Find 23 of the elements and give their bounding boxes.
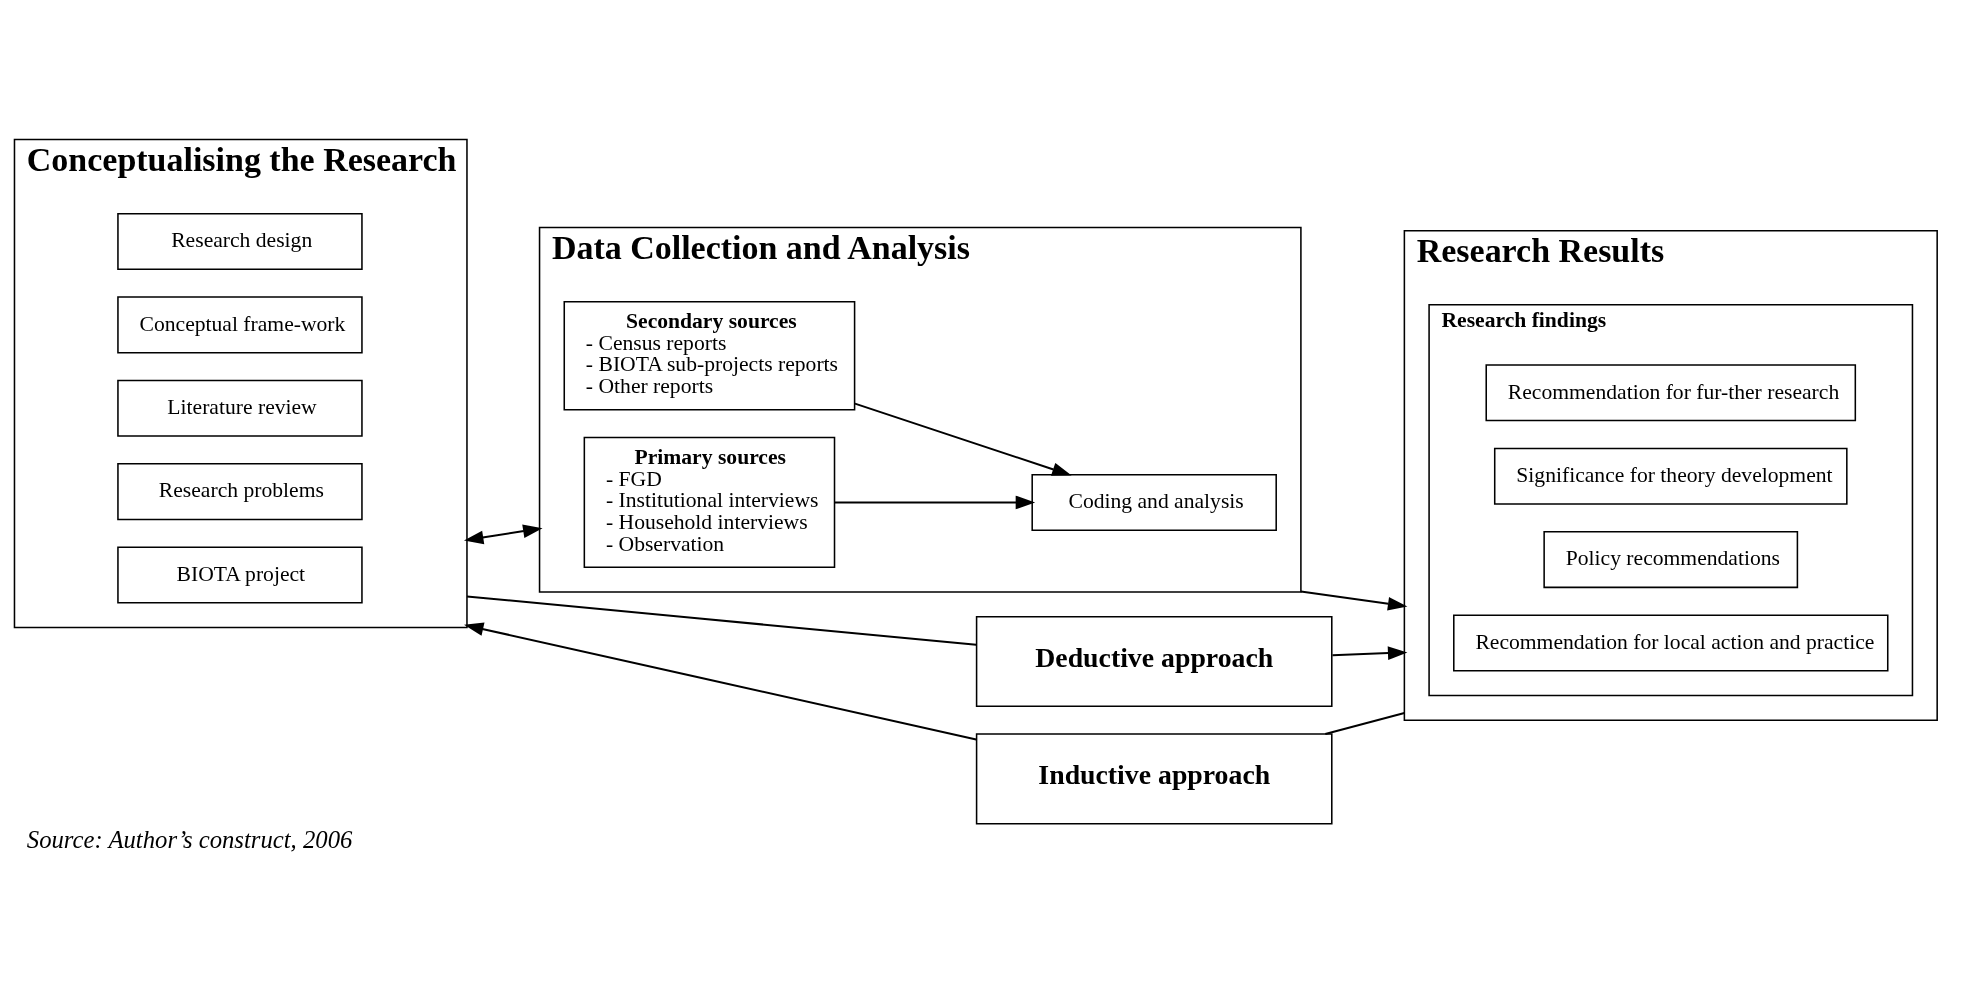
arrow — [1300, 589, 1408, 611]
caption: Source: Author’s construct, 2006 — [26, 825, 353, 853]
arrow — [834, 495, 1036, 509]
node-box: Deductive approach — [975, 615, 1333, 707]
node-box: Conceptual frame-work — [117, 295, 363, 353]
node-box: Inductive approach — [975, 732, 1333, 824]
connector — [466, 594, 977, 646]
node-box: Coding and analysis — [1031, 473, 1277, 531]
arrow — [463, 523, 543, 544]
connector — [1325, 711, 1405, 735]
node-box: Policy recommendations — [1543, 530, 1799, 588]
node-box: Significance for theory development — [1493, 447, 1848, 505]
node-box: Recommendation for fur-ther research — [1485, 363, 1857, 421]
arrow — [1332, 645, 1408, 660]
node-box: BIOTA project — [117, 545, 363, 604]
node-box: Literature review — [117, 379, 363, 437]
node-box: Recommendation for local action and practice — [1453, 613, 1889, 672]
node-box: Secondary sources - Census reports - BIOTA sub-projects reports - Other reports — [563, 300, 856, 411]
node-box: Research problems — [117, 462, 363, 520]
node-box: Primary sources - FGD - Institutional interviews - Household interviews - Observation — [583, 436, 836, 568]
arrow — [854, 402, 1072, 476]
node-box: Research design — [117, 212, 363, 270]
arrow — [464, 621, 977, 740]
